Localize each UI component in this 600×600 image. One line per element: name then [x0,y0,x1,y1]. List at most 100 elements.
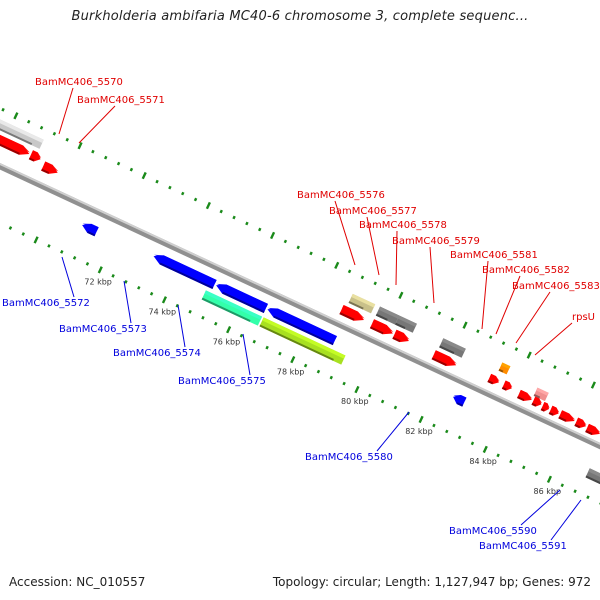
outer-minor-tick [283,239,288,244]
feature-shadow [339,312,355,321]
outer-minor-tick [27,119,31,124]
tick-label: 76 kbp [213,337,241,346]
feature-shadow [369,326,384,335]
outer-minor-tick [450,317,454,322]
inner-minor-tick [72,256,77,260]
inner-minor-tick [509,459,513,464]
outer-minor-tick [373,281,377,286]
outer-minor-tick [540,359,544,363]
inner-minor-tick [316,369,321,374]
feature-highlight [372,319,394,333]
gene-label-forward: BamMC406_5579 [392,236,480,247]
feature-highlight [342,305,365,319]
feature-highlight [588,468,600,487]
leader-line [78,105,116,144]
gene-label-forward: BamMC406_5576 [297,190,385,201]
feature-highlight [0,112,44,143]
inner-minor-tick [21,232,25,236]
feature-5579 [439,338,466,358]
feature-highlight [551,405,560,413]
outer-minor-tick [386,287,390,292]
feature-shadow [259,324,334,361]
gene-label-forward: BamMC406_5570 [35,77,123,88]
feature-shadow [431,357,447,366]
feature-highlight [31,150,42,158]
feature-highlight [560,410,576,420]
feature-shadow [456,402,464,407]
outer-major-tick [590,381,596,389]
outer-minor-tick [309,251,313,256]
inner-minor-tick [214,321,218,326]
inner-major-tick [418,415,424,424]
outer-minor-tick [514,347,519,352]
inner-major-tick [290,355,296,364]
inner-minor-tick [85,262,90,266]
feature-5576 [348,293,376,314]
feature-highlight [453,394,467,401]
cds-5576 [339,305,365,321]
gene-label-reverse: BamMC406_5590 [449,526,537,537]
inner-minor-tick [149,291,154,296]
gene-label-forward: BamMC406_5583 [512,281,600,292]
feature-shadow [487,380,494,385]
outer-minor-tick [181,191,185,196]
cds-5583 [540,401,550,412]
inner-minor-tick [303,363,308,368]
tick-label: 78 kbp [277,367,305,376]
tick-label: 84 kbp [469,457,497,466]
feature-highlight [519,389,533,399]
inner-minor-tick [47,244,51,248]
tick-label: 86 kbp [534,487,562,496]
feature-highlight [43,161,59,172]
inner-minor-tick [329,375,333,380]
leader-line [550,499,582,541]
outer-minor-tick [104,155,108,160]
inner-minor-tick [457,435,462,440]
feature-shadow [574,424,581,429]
gene-label-reverse: BamMC406_5591 [479,541,567,552]
outer-minor-tick [219,209,223,214]
topology-summary: Topology: circular; Length: 1,127,947 bp… [272,575,591,589]
inner-major-tick [482,445,488,454]
outer-minor-tick [424,305,429,310]
cds-5573 [153,254,217,290]
cds-5585 [585,423,600,435]
feature-highlight [441,338,466,352]
feature-highlight [536,387,549,396]
outer-minor-tick [1,107,5,112]
feature-highlight [378,306,400,319]
feature-highlight [501,362,511,370]
feature-shadow [0,129,20,155]
inner-minor-tick [252,339,256,344]
outer-major-tick [398,291,404,299]
feature-shadow [392,336,401,343]
cds-5584 [574,417,587,429]
feature-shadow [501,386,507,391]
inner-minor-tick [239,333,244,338]
outer-minor-tick [232,215,236,220]
feature-shadow [439,345,455,354]
outer-major-tick [462,321,468,329]
feature-5570 [0,112,44,149]
inner-minor-tick [368,393,372,398]
gene-label-reverse: BamMC406_5575 [178,376,266,387]
cds-5582b [531,396,542,407]
inner-minor-tick [137,285,141,290]
feature-body [216,284,268,313]
gene-label-forward: BamMC406_5578 [359,220,447,231]
feature-shadow [558,416,567,422]
outer-major-tick [334,261,340,270]
gene-label-forward: BamMC406_5577 [329,206,417,217]
leader-line [481,260,489,330]
gene-label-forward: rpsU [572,312,595,323]
inner-minor-tick [265,345,269,350]
outer-minor-tick [129,167,134,172]
feature-highlight [587,423,600,433]
leader-line [534,322,573,356]
inner-minor-tick [380,399,385,404]
cds-5574b [216,283,268,313]
feature-shadow [28,157,35,162]
leader-line [429,246,435,304]
cds-5572 [82,223,99,237]
feature-shadow [222,291,265,313]
